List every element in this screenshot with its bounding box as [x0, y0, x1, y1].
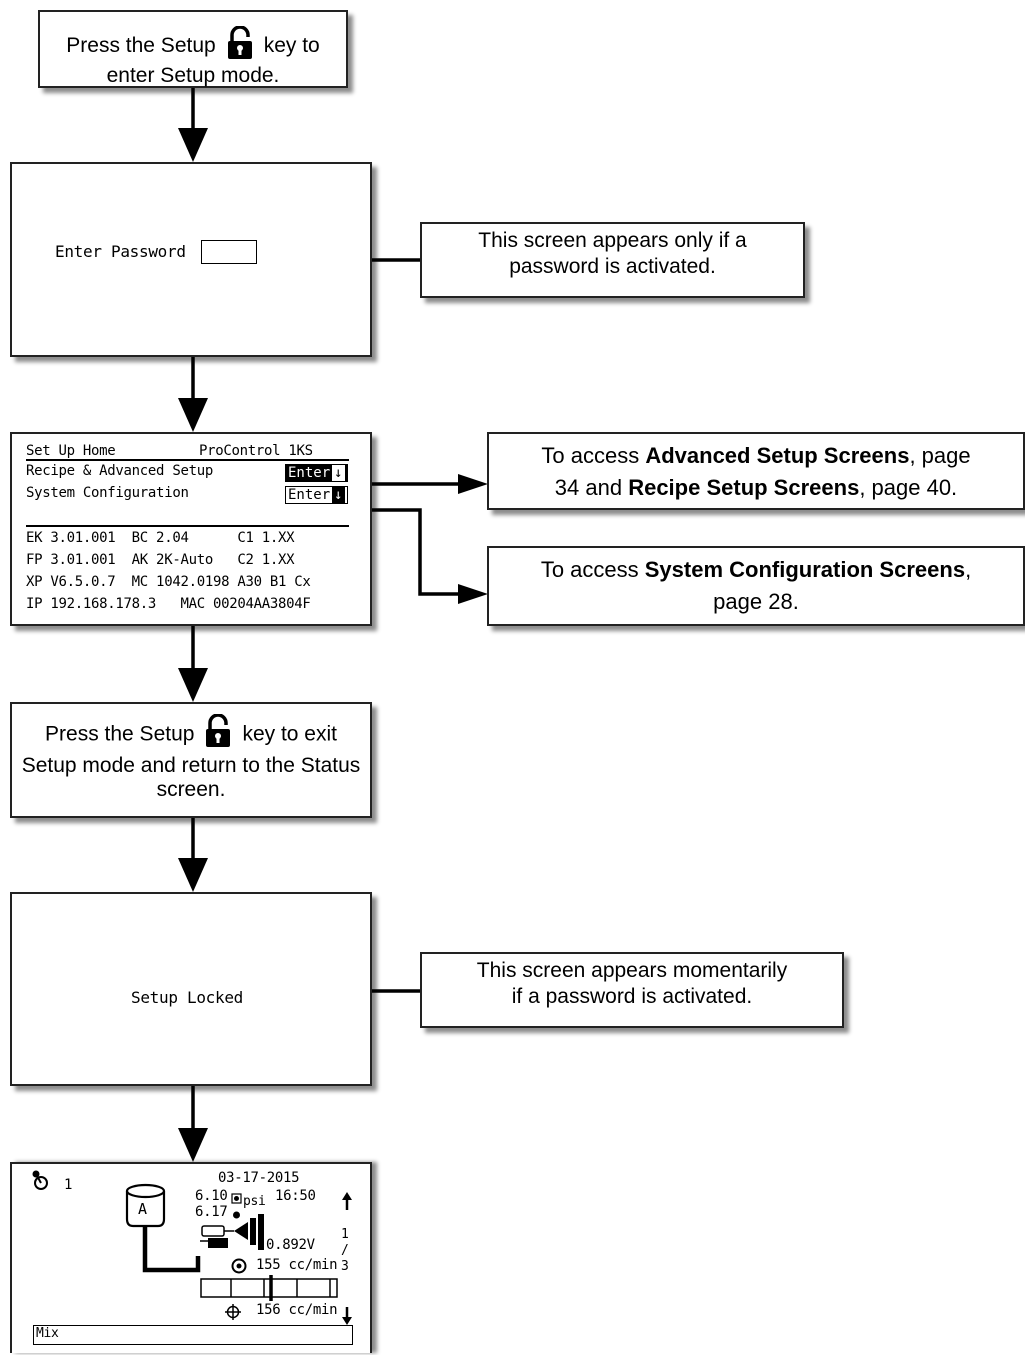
- pressure-2: 6.17: [195, 1204, 228, 1220]
- tank-label: A: [138, 1200, 147, 1218]
- setup-lock-icon: [204, 713, 232, 756]
- version-info-line-3: XP V6.5.0.7 MC 1042.0198 A30 B1 Cx: [26, 574, 311, 590]
- version-info-line-1: EK 3.01.001 BC 2.04 C1 1.XX: [26, 530, 295, 546]
- applicator-icon: [200, 1214, 264, 1250]
- arrow-down-icon: ↓: [332, 487, 345, 503]
- flow-target-icon: [231, 1258, 247, 1274]
- recipe-advanced-row[interactable]: Recipe & Advanced Setup: [26, 463, 213, 479]
- locked-note-line1: This screen appears momentarily: [476, 959, 788, 982]
- password-note-line1: This screen appears only if a: [478, 229, 747, 252]
- arrow-down-icon: [342, 1307, 352, 1325]
- password-screen: Enter Password: [10, 162, 372, 357]
- advanced-note-t3: 34 and: [554, 475, 629, 500]
- system-configuration-row[interactable]: System Configuration: [26, 485, 189, 501]
- exit-setup-pre: Press the Setup: [45, 722, 195, 746]
- feed-line: [142, 1226, 201, 1273]
- pressure-unit: psi: [243, 1194, 266, 1209]
- pressure-icons: [231, 1193, 242, 1219]
- setup-lock-icon: [226, 25, 254, 67]
- system-configuration-link[interactable]: System Configuration Screens: [644, 557, 966, 582]
- locked-note: This screen appears momentarily if a pas…: [420, 952, 844, 1028]
- flow-rate-2: 156 cc/min: [256, 1302, 338, 1318]
- flow-setpoint-icon: [225, 1304, 241, 1320]
- advanced-note-line2: 34 and Recipe Setup Screens, page 40.: [489, 472, 1023, 504]
- arrow-up-icon: [342, 1192, 352, 1210]
- sysconfig-note-line1: To access System Configuration Screens,: [489, 554, 1023, 586]
- home-info-divider: [26, 525, 349, 527]
- page-top: 1: [341, 1227, 349, 1242]
- locked-note-line2: if a password is activated.: [511, 985, 753, 1008]
- exit-setup-line2: Setup mode and return to the Status: [21, 754, 361, 777]
- advanced-setup-link[interactable]: Advanced Setup Screens: [645, 443, 910, 468]
- enter-setup-post: key to: [263, 34, 320, 58]
- exit-setup-step: Press the Setup key to exit Setup mode an…: [10, 702, 372, 818]
- status-graphics: [32, 1170, 352, 1325]
- enter-setup-line2: enter Setup mode.: [106, 64, 280, 87]
- status-date: 03-17-2015: [218, 1170, 300, 1186]
- page-bottom: 3: [341, 1259, 349, 1274]
- mode-label: Mix: [36, 1326, 59, 1341]
- status-time: 16:50: [275, 1188, 316, 1204]
- flow-bar: [200, 1278, 338, 1298]
- setup-locked-label: Setup Locked: [131, 988, 243, 1007]
- sysconfig-note-t2: ,: [965, 557, 972, 582]
- system-config-note: To access System Configuration Screens, …: [487, 546, 1025, 626]
- setup-home-screen: Set Up Home ProControl 1KS Recipe & Adva…: [10, 432, 372, 626]
- exit-setup-post: key to exit: [242, 722, 337, 746]
- version-info-line-4: IP 192.168.178.3 MAC 00204AA3804F: [26, 596, 311, 612]
- spray-gun-icon: [32, 1170, 48, 1190]
- password-field[interactable]: [201, 240, 257, 264]
- recipe-enter-label: Enter: [288, 465, 331, 481]
- exit-setup-line3: screen.: [156, 778, 226, 801]
- version-info-line-2: FP 3.01.001 AK 2K-Auto C2 1.XX: [26, 552, 295, 568]
- status-screen: 1 A 03-17-2015 6.10 6.17 psi 16:50 0.892…: [10, 1162, 372, 1353]
- system-configuration-enter-button[interactable]: Enter↓: [285, 486, 348, 504]
- page-slash: /: [341, 1243, 349, 1258]
- advanced-note-t2: , page: [909, 443, 971, 468]
- pressure-1: 6.10: [195, 1188, 228, 1204]
- recipe-setup-link[interactable]: Recipe Setup Screens: [628, 475, 860, 500]
- setup-locked-screen: Setup Locked: [10, 892, 372, 1086]
- password-label: Enter Password: [55, 242, 186, 261]
- home-title-left: Set Up Home: [26, 443, 116, 459]
- advanced-note-t1: To access: [541, 443, 646, 468]
- enter-setup-line1: Press the Setup key to: [40, 25, 346, 67]
- advanced-note-line1: To access Advanced Setup Screens, page: [489, 440, 1023, 472]
- arrow-down-icon: ↓: [332, 465, 345, 481]
- mode-field[interactable]: Mix: [33, 1325, 353, 1345]
- home-title-right: ProControl 1KS: [199, 443, 313, 459]
- password-note: This screen appears only if a password i…: [420, 222, 805, 298]
- recipe-advanced-enter-button[interactable]: Enter↓: [285, 464, 348, 482]
- advanced-setup-note: To access Advanced Setup Screens, page 3…: [487, 432, 1025, 510]
- sysconfig-note-t1: To access: [540, 557, 645, 582]
- enter-setup-step: Press the Setup key to enter Setup mode.: [38, 10, 348, 88]
- advanced-note-t4: , page 40.: [859, 475, 958, 500]
- exit-setup-line1: Press the Setup key to exit: [12, 713, 370, 756]
- password-note-line2: password is activated.: [509, 255, 716, 278]
- home-title-divider: [26, 459, 349, 461]
- voltage: 0.892V: [266, 1237, 315, 1253]
- flow-rate-1: 155 cc/min: [256, 1257, 338, 1273]
- sysconfig-enter-label: Enter: [288, 487, 331, 503]
- sysconfig-note-line2: page 28.: [713, 589, 799, 614]
- enter-setup-pre: Press the Setup: [66, 34, 216, 58]
- gun-number: 1: [64, 1177, 73, 1193]
